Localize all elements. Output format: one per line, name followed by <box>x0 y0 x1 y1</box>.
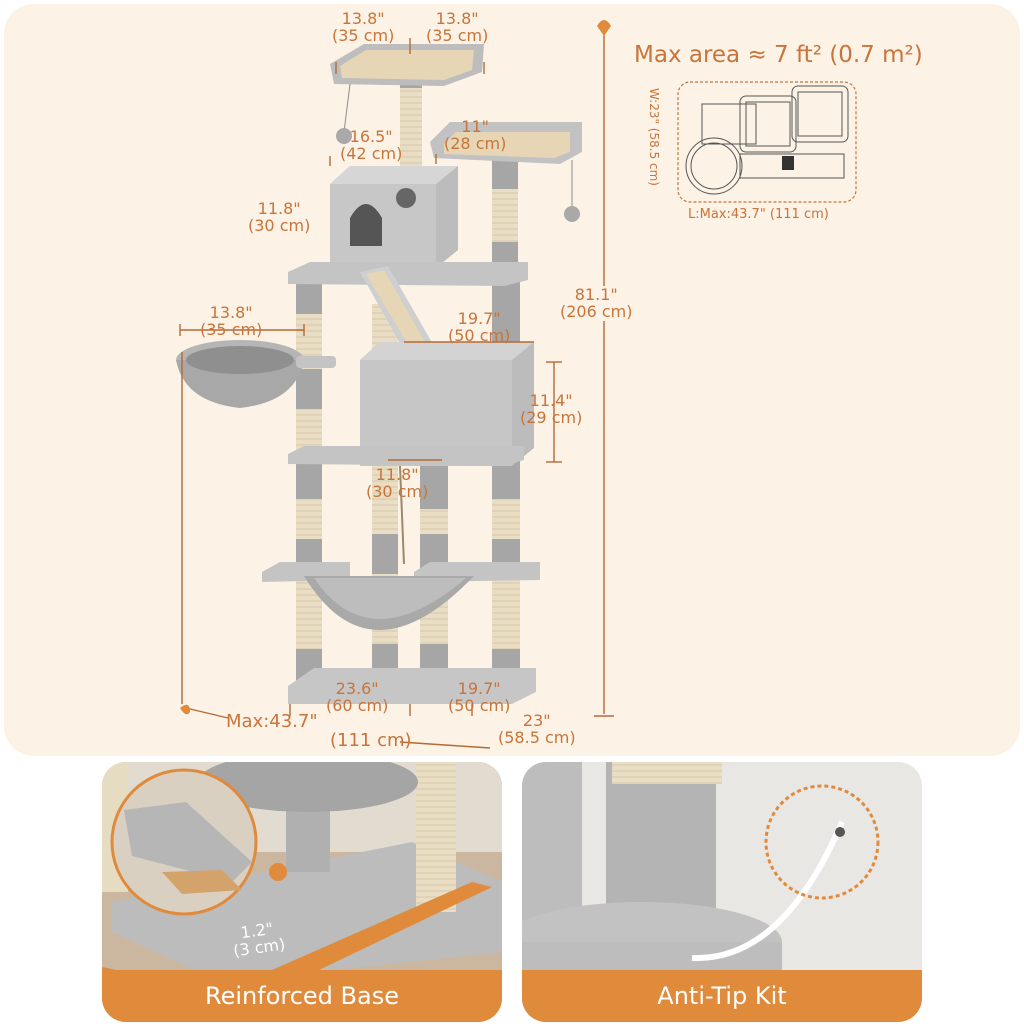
dim-basket-width: 13.8"(35 cm) <box>200 303 263 340</box>
dim-top-left: 13.8"(35 cm) <box>332 9 395 46</box>
hammock-level <box>262 562 540 630</box>
upper-perch <box>430 122 582 222</box>
base-platform <box>288 668 536 704</box>
dim-base-width: 23.6"(60 cm) <box>326 679 389 716</box>
dim-base-thickness: 1.2"(3 cm) <box>232 918 287 961</box>
height-marker-icon <box>597 20 611 36</box>
dim-perch-width: 11"(28 cm) <box>444 117 507 154</box>
area-plan-diagram <box>677 81 857 203</box>
reinforced-base-panel: 1.2"(3 cm) Reinforced Base <box>102 762 502 1022</box>
dimension-panel: Max area ≈ 7 ft² (0.7 m²) W:23" (58.5 cm… <box>4 4 1020 756</box>
side-basket <box>176 340 336 408</box>
reinforced-base-caption: Reinforced Base <box>102 970 502 1022</box>
dim-mid-condo-width: 19.7"(50 cm) <box>448 309 511 346</box>
dim-top-right: 13.8"(35 cm) <box>426 9 489 46</box>
dim-mid-condo-height: 11.4"(29 cm) <box>520 391 583 428</box>
area-title: Max area ≈ 7 ft² (0.7 m²) <box>634 42 923 68</box>
dim-condo-width: 16.5"(42 cm) <box>340 127 403 164</box>
top-platform <box>330 44 484 144</box>
anti-tip-kit-caption: Anti-Tip Kit <box>522 970 922 1022</box>
dim-depth: 23"(58.5 cm) <box>498 711 576 748</box>
top-condo <box>330 166 458 268</box>
anti-tip-kit-panel: Anti-Tip Kit <box>522 762 922 1022</box>
platform-level-2 <box>288 446 524 466</box>
reinforced-base-photo <box>102 762 502 1022</box>
dimension-lines <box>179 24 614 749</box>
area-width-label: W:23" (58.5 cm) <box>647 88 661 186</box>
area-length-label: L:Max:43.7" (111 cm) <box>688 207 829 222</box>
cat-tree-illustration <box>176 20 857 749</box>
dim-base-depth: 19.7"(50 cm) <box>448 679 511 716</box>
dim-total-height: 81.1"(206 cm) <box>560 285 633 322</box>
width-marker-icon <box>180 704 190 715</box>
platform-level-3 <box>288 262 528 286</box>
dim-condo-height: 11.8"(30 cm) <box>248 199 311 236</box>
dim-platform-gap: 11.8"(30 cm) <box>366 465 429 502</box>
dim-max-width: Max:43.7" (111 cm) <box>226 711 412 752</box>
